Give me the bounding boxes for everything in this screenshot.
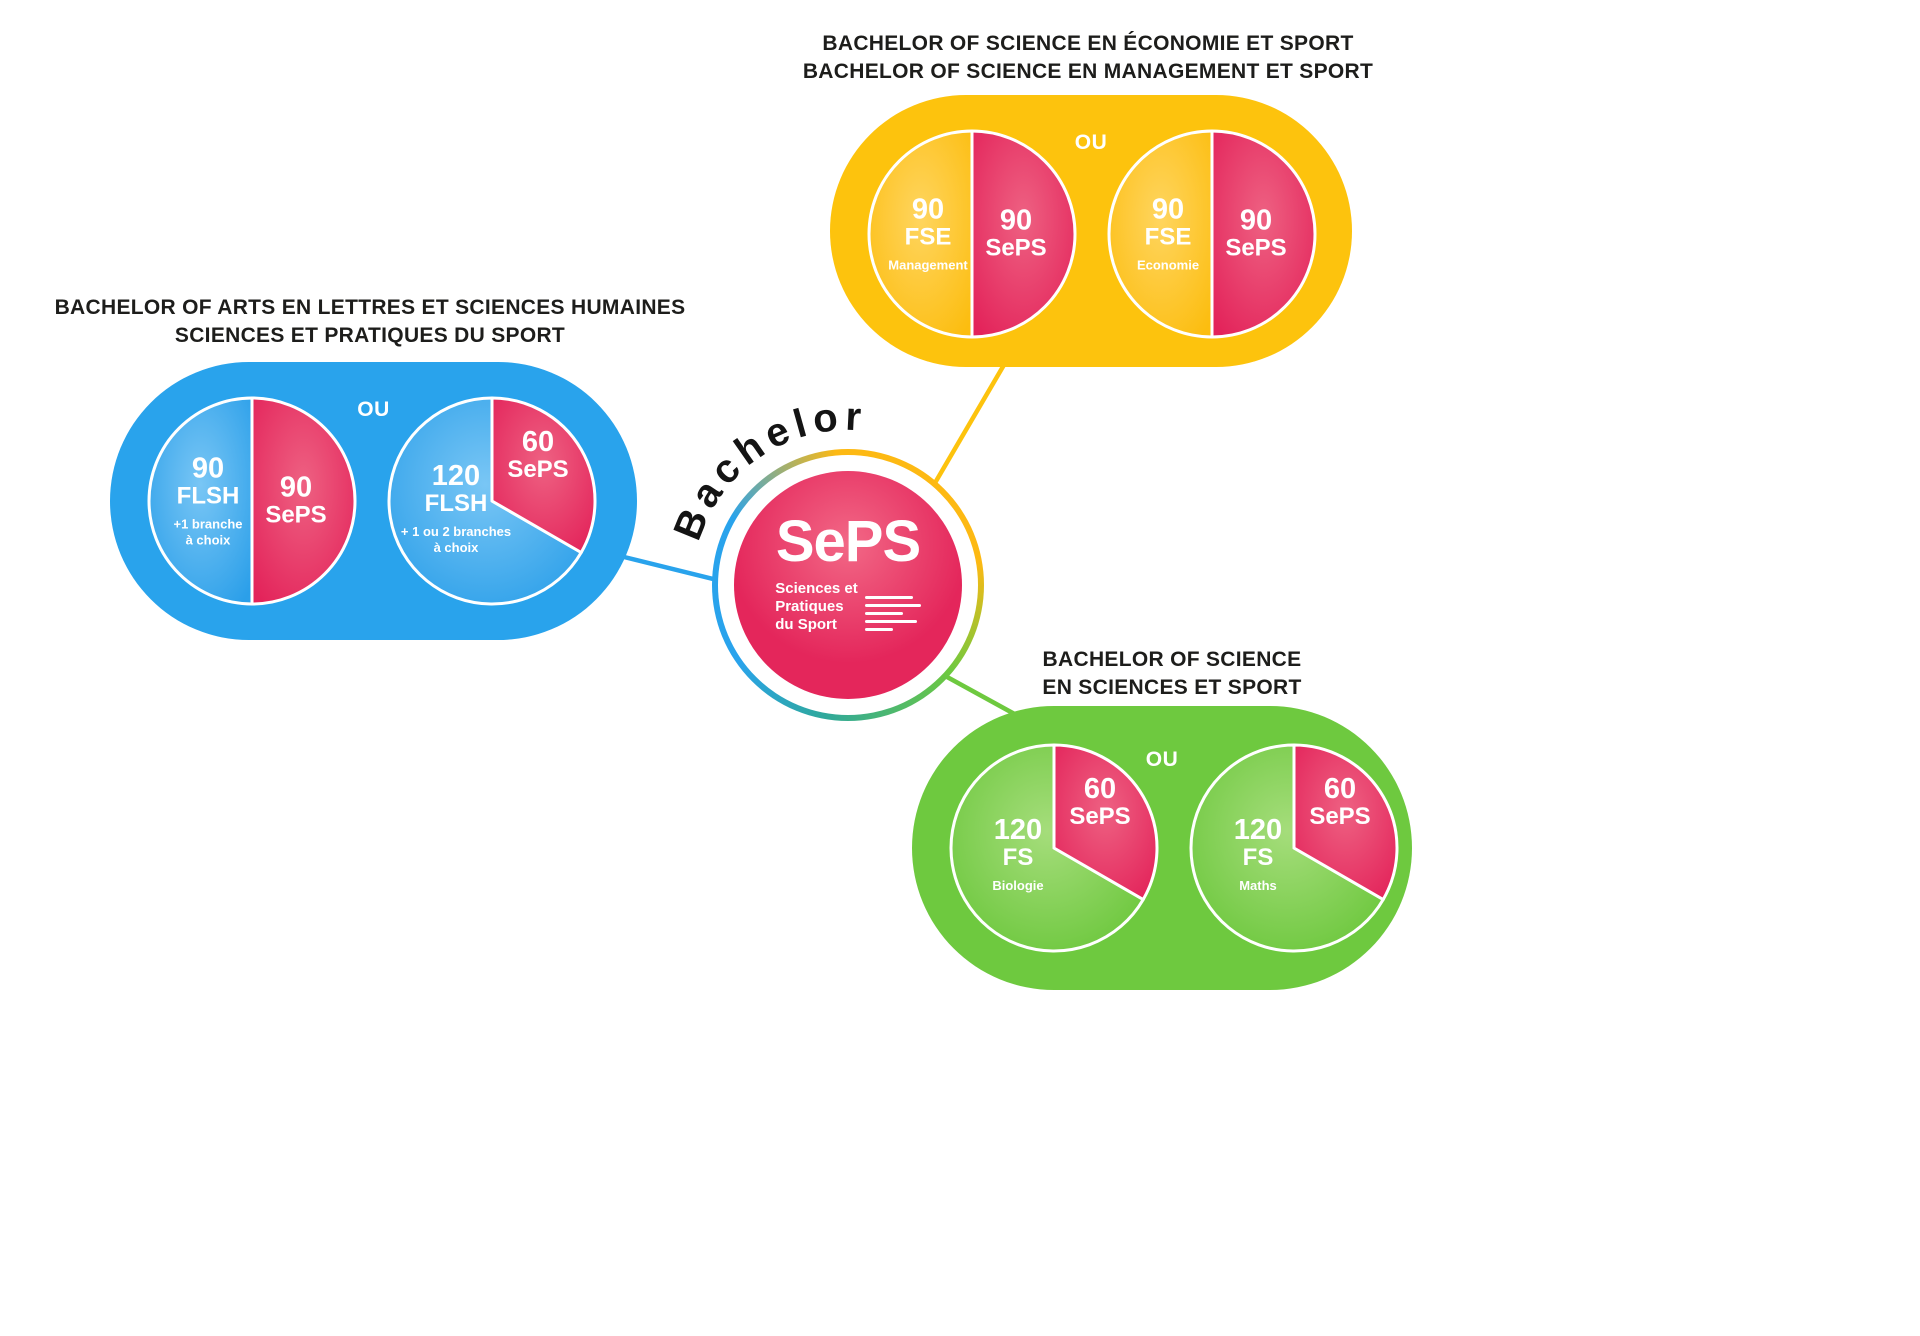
main-note-line-1: Maths: [1239, 877, 1277, 893]
pie-fse-management: 90 FSE Management 90 SePS: [866, 128, 1078, 340]
pie-seps-segment: 60 SePS: [490, 427, 586, 484]
main-note: Biologie: [950, 878, 1086, 894]
pie-chart-third-split: [1189, 743, 1399, 953]
main-note-line-1: + 1 ou 2 branches: [400, 523, 512, 539]
bachelor-arc-text: Bachelor: [665, 395, 862, 547]
seps-label: SePS: [1309, 803, 1371, 831]
pie-seps-segment: 90 SePS: [967, 204, 1065, 263]
pie-main-segment: 120 FLSH + 1 ou 2 branches à choix: [388, 461, 524, 556]
seps-credits: 60: [521, 426, 555, 458]
main-note: Management: [879, 257, 977, 273]
seps-credits: 60: [1083, 773, 1117, 805]
main-note: + 1 ou 2 branches à choix: [388, 524, 524, 557]
main-note-line-1: Biologie: [992, 877, 1044, 893]
speed-lines-decoration: [864, 596, 921, 631]
main-credits: 90: [1151, 193, 1185, 226]
pie-seps-segment: 60 SePS: [1052, 774, 1148, 831]
seps-hub-logo: SePS Sciences et Pratiques du Sport: [734, 471, 962, 699]
main-note-line-1: +1 branche: [173, 516, 243, 532]
seps-logo-wordmark: SePS: [775, 509, 921, 574]
pie-chart-half-split: [1107, 129, 1317, 339]
pie-main-segment: 90 FLSH +1 branche à choix: [159, 453, 257, 548]
svg-text:Bachelor: Bachelor: [665, 395, 868, 547]
pie-fs-biologie: 120 FS Biologie 60 SePS: [948, 742, 1160, 954]
main-note-line-1: Management: [888, 257, 968, 273]
main-credits: 120: [1233, 813, 1283, 846]
arts-title-line-1: BACHELOR OF ARTS EN LETTRES ET SCIENCES …: [54, 296, 686, 319]
main-credits: 120: [431, 459, 481, 492]
seps-label: SePS: [1225, 235, 1287, 263]
eco-title-line-2: BACHELOR OF SCIENCE EN MANAGEMENT ET SPO…: [802, 60, 1374, 83]
subtitle-line-1: Sciences et: [775, 580, 858, 597]
arts-group-title: BACHELOR OF ARTS EN LETTRES ET SCIENCES …: [40, 294, 700, 350]
science-or-label: OU: [1145, 748, 1179, 771]
main-faculty: FSE: [1144, 223, 1192, 251]
arts-program-card: OU 90 FLSH +1 branche à choix 90 SePS: [110, 362, 637, 640]
seps-label: SePS: [265, 502, 327, 530]
pie-main-segment: 120 FS Biologie: [950, 813, 1086, 894]
seps-credits: 90: [999, 204, 1033, 237]
pie-chart-half-split: [147, 396, 357, 606]
main-faculty: FSE: [904, 223, 952, 251]
pie-flsh-120-seps-60: 120 FLSH + 1 ou 2 branches à choix 60 Se…: [386, 395, 598, 607]
science-title-line-2: EN SCIENCES ET SPORT: [1042, 676, 1302, 699]
main-note: Maths: [1190, 878, 1326, 894]
science-program-card: OU 120 FS Biologie 60 SePS: [912, 706, 1412, 990]
main-faculty: FS: [1242, 844, 1274, 872]
pie-seps-segment: 90 SePS: [247, 471, 345, 530]
seps-credits: 90: [279, 471, 313, 504]
pie-chart-third-split: [387, 396, 597, 606]
pie-main-segment: 90 FSE Economie: [1119, 194, 1217, 273]
science-title-line-1: BACHELOR OF SCIENCE: [1042, 648, 1302, 671]
pie-fs-maths: 120 FS Maths 60 SePS: [1188, 742, 1400, 954]
pie-seps-segment: 90 SePS: [1207, 204, 1305, 263]
main-note: Economie: [1119, 257, 1217, 273]
eco-program-card: OU 90 FSE Management 90 SePS: [830, 95, 1352, 367]
eco-group-title: BACHELOR OF SCIENCE EN ÉCONOMIE ET SPORT…: [758, 30, 1418, 86]
main-credits: 120: [993, 813, 1043, 846]
eco-title-line-1: BACHELOR OF SCIENCE EN ÉCONOMIE ET SPORT: [822, 32, 1354, 55]
arts-title-line-2: SCIENCES ET PRATIQUES DU SPORT: [174, 324, 566, 347]
seps-logo-subtitle: Sciences et Pratiques du Sport: [775, 580, 921, 634]
seps-label: SePS: [507, 456, 569, 484]
main-credits: 90: [191, 452, 225, 485]
main-faculty: FLSH: [176, 482, 240, 510]
main-note: +1 branche à choix: [159, 516, 257, 549]
pie-chart-half-split: [867, 129, 1077, 339]
subtitle-line-3: du Sport: [775, 616, 837, 633]
main-faculty: FLSH: [424, 490, 488, 518]
pie-main-segment: 120 FS Maths: [1190, 813, 1326, 894]
seps-label: SePS: [985, 235, 1047, 263]
seps-label: SePS: [1069, 803, 1131, 831]
arts-or-label: OU: [357, 398, 390, 421]
main-credits: 90: [911, 193, 945, 226]
pie-fse-economie: 90 FSE Economie 90 SePS: [1106, 128, 1318, 340]
pie-chart-third-split: [949, 743, 1159, 953]
seps-credits: 90: [1239, 204, 1273, 237]
seps-credits: 60: [1323, 773, 1357, 805]
subtitle-line-2: Pratiques: [775, 598, 844, 615]
pie-seps-segment: 60 SePS: [1292, 774, 1388, 831]
main-note-line-2: à choix: [433, 540, 479, 556]
seps-logo-subtitle-text: Sciences et Pratiques du Sport: [775, 580, 858, 634]
eco-or-label: OU: [1074, 131, 1108, 154]
bachelor-label: Bachelor: [665, 395, 862, 547]
science-group-title: BACHELOR OF SCIENCE EN SCIENCES ET SPORT: [942, 646, 1402, 702]
pie-main-segment: 90 FSE Management: [879, 194, 977, 273]
main-note-line-1: Economie: [1136, 257, 1200, 273]
pie-flsh-90-seps-90: 90 FLSH +1 branche à choix 90 SePS: [146, 395, 358, 607]
main-note-line-2: à choix: [185, 532, 231, 548]
main-faculty: FS: [1002, 844, 1034, 872]
